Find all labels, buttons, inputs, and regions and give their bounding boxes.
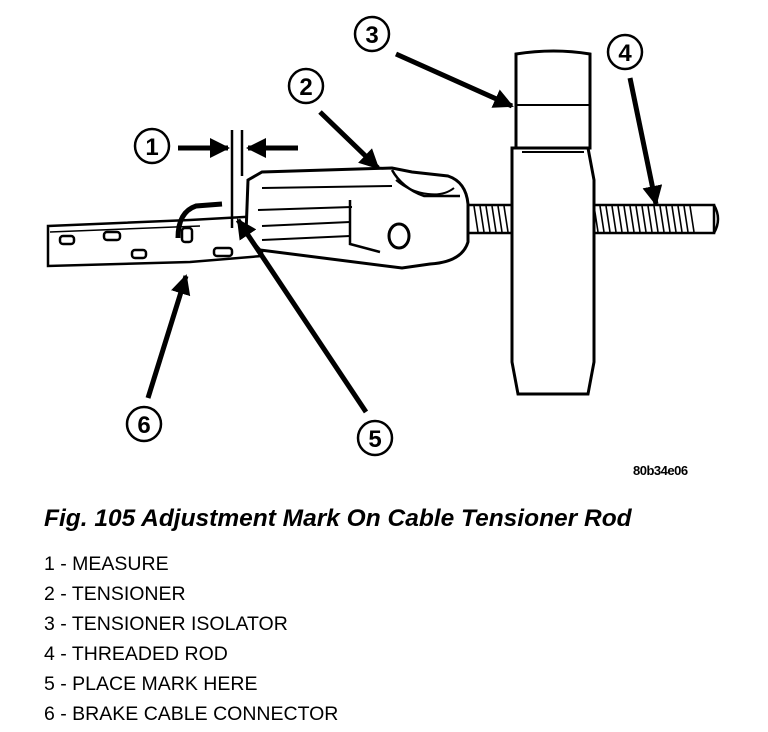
svg-text:6: 6: [137, 412, 150, 439]
legend: 1 - MEASURE 2 - TENSIONER 3 - TENSIONER …: [44, 552, 338, 732]
legend-item-5: 5 - PLACE MARK HERE: [44, 673, 258, 695]
legend-item-2: 2 - TENSIONER: [44, 583, 186, 605]
arrow-3: [394, 51, 514, 109]
legend-item-3: 3 - TENSIONER ISOLATOR: [44, 613, 288, 635]
svg-text:2: 2: [299, 74, 312, 101]
arrow-5: [235, 218, 369, 414]
callout-3: 3: [353, 15, 391, 53]
legend-item-1: 1 - MEASURE: [44, 553, 169, 575]
legend-item-4: 4 - THREADED ROD: [44, 643, 228, 665]
callout-6: 6: [125, 405, 163, 443]
svg-text:3: 3: [365, 22, 378, 49]
tensioner-isolator: [510, 49, 596, 396]
svg-text:1: 1: [145, 134, 158, 161]
callout-1: 1: [133, 127, 171, 165]
leader-arrows: [145, 51, 663, 414]
measure-marks: [230, 130, 244, 228]
tensioner: [244, 166, 470, 270]
brake-cable-connector: [46, 201, 264, 268]
callout-5: 5: [356, 419, 394, 457]
image-code: 80b34e06: [633, 463, 688, 478]
callout-4: 4: [606, 33, 644, 71]
svg-text:5: 5: [368, 426, 381, 453]
arrow-2: [318, 110, 380, 170]
svg-text:4: 4: [618, 40, 632, 67]
tensioner-diagram: 1 2 3 4 5 6: [46, 15, 720, 457]
legend-item-6: 6 - BRAKE CABLE CONNECTOR: [44, 703, 339, 725]
arrow-6: [145, 274, 191, 399]
figure-caption: Fig. 105 Adjustment Mark On Cable Tensio…: [44, 505, 632, 532]
arrow-4: [627, 77, 663, 206]
callout-2: 2: [287, 67, 325, 105]
